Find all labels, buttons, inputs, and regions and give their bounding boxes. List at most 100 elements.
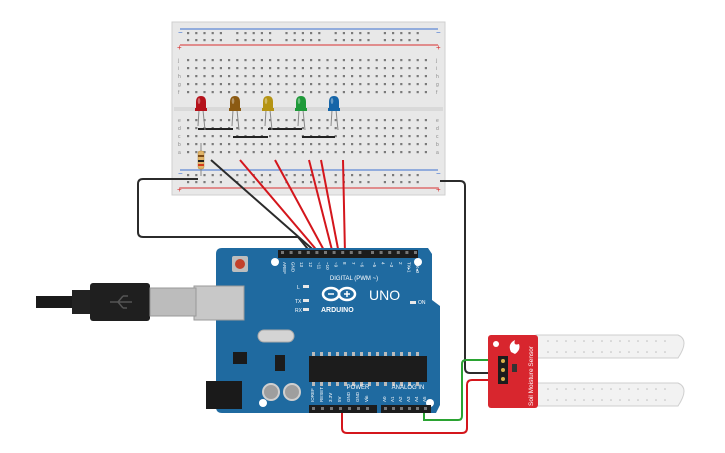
analog-pin-socket[interactable] <box>416 407 419 410</box>
rail-hole <box>211 174 214 177</box>
rail-hole <box>359 174 362 177</box>
terminal-hole <box>342 119 345 122</box>
digital-pin-socket[interactable] <box>289 251 293 254</box>
terminal-hole <box>408 67 411 70</box>
power-pin-socket[interactable] <box>357 407 360 410</box>
terminal-hole <box>228 143 231 146</box>
digital-pin-socket[interactable] <box>332 251 336 254</box>
terminal-hole <box>334 91 337 94</box>
terminal-hole <box>392 75 395 78</box>
digital-pin-socket[interactable] <box>324 251 327 254</box>
row-letter-right: d <box>436 126 439 132</box>
terminal-hole <box>301 151 304 154</box>
terminal-hole <box>383 83 386 86</box>
terminal-hole <box>293 151 296 154</box>
power-pin-socket[interactable] <box>321 407 324 410</box>
digital-pin-label: GND <box>291 262 296 273</box>
analog-pin-socket[interactable] <box>424 407 427 410</box>
terminal-hole <box>228 83 231 86</box>
terminal-hole <box>260 127 263 130</box>
digital-pin-socket[interactable] <box>298 251 302 254</box>
power-pin-socket[interactable] <box>312 407 315 410</box>
terminal-hole <box>383 151 386 154</box>
digital-pin-socket[interactable] <box>315 251 319 254</box>
terminal-hole <box>252 151 255 154</box>
terminal-hole <box>367 143 370 146</box>
terminal-hole <box>351 59 354 62</box>
rail-hole <box>392 39 395 42</box>
digital-pin-socket[interactable] <box>388 251 392 254</box>
terminal-hole <box>293 75 296 78</box>
terminal-hole <box>318 143 321 146</box>
terminal-hole <box>424 135 427 138</box>
chip-pin <box>368 382 371 386</box>
rail-hole <box>236 32 239 35</box>
digital-pin-socket[interactable] <box>379 251 383 254</box>
digital-pin-socket[interactable] <box>371 251 374 254</box>
terminal-hole <box>187 75 190 78</box>
rail-hole <box>285 39 288 42</box>
power-pin-socket[interactable] <box>330 407 333 410</box>
terminal-hole <box>334 75 337 78</box>
power-pin-socket[interactable] <box>366 407 369 410</box>
chip-pin <box>344 352 347 356</box>
rail-hole <box>244 32 247 35</box>
red-wire-pin9 <box>342 159 346 255</box>
terminal-hole <box>310 119 313 122</box>
terminal-hole <box>252 83 255 86</box>
sensor-label: Soil Moisture Sensor <box>528 345 535 406</box>
rail-hole <box>318 32 321 35</box>
rail-hole <box>260 181 263 184</box>
digital-pin-socket[interactable] <box>349 251 353 254</box>
digital-pin-label: ~6 <box>359 262 364 268</box>
terminal-hole <box>269 75 272 78</box>
terminal-hole <box>203 151 206 154</box>
probe-dot <box>637 388 639 390</box>
digital-pin-label: AREF <box>282 262 287 274</box>
terminal-hole <box>211 91 214 94</box>
digital-pin-socket[interactable] <box>405 251 409 254</box>
terminal-hole <box>342 67 345 70</box>
led-green <box>295 96 307 131</box>
digital-pin-socket[interactable] <box>341 251 345 254</box>
rail-hole <box>203 32 206 35</box>
analog-pin-socket[interactable] <box>400 407 403 410</box>
terminal-hole <box>342 75 345 78</box>
terminal-hole <box>187 119 190 122</box>
terminal-hole <box>392 151 395 154</box>
crystal <box>257 329 295 343</box>
analog-pin-socket[interactable] <box>384 407 387 410</box>
terminal-hole <box>375 83 378 86</box>
terminal-hole <box>211 59 214 62</box>
terminal-hole <box>408 91 411 94</box>
digital-pin-label: 8 <box>342 262 347 265</box>
terminal-hole <box>375 135 378 138</box>
chip-pin <box>320 352 323 356</box>
analog-pin-label: A3 <box>406 396 411 402</box>
digital-pin-socket[interactable] <box>306 251 310 254</box>
power-pin-label: RESET <box>319 387 324 402</box>
analog-pin-socket[interactable] <box>408 407 411 410</box>
power-pin-socket[interactable] <box>339 407 342 410</box>
rail-hole <box>301 39 304 42</box>
digital-pin-socket[interactable] <box>396 251 400 254</box>
analog-pin-socket[interactable] <box>392 407 395 410</box>
terminal-hole <box>219 59 222 62</box>
tx-led <box>303 299 309 302</box>
terminal-hole <box>228 75 231 78</box>
terminal-hole <box>318 67 321 70</box>
digital-pin-socket[interactable] <box>358 251 362 254</box>
probe-dot <box>556 351 558 353</box>
terminal-hole <box>195 143 198 146</box>
terminal-hole <box>326 59 329 62</box>
row-letter-left: d <box>178 126 181 132</box>
sensor-probe-top <box>535 334 685 359</box>
on-led <box>410 301 416 304</box>
usb-icon <box>110 295 132 309</box>
terminal-hole <box>375 143 378 146</box>
terminal-hole <box>310 75 313 78</box>
power-pin-socket[interactable] <box>348 407 351 410</box>
digital-pin-socket[interactable] <box>281 251 284 254</box>
digital-pin-socket[interactable] <box>414 251 417 254</box>
terminal-hole <box>277 91 280 94</box>
